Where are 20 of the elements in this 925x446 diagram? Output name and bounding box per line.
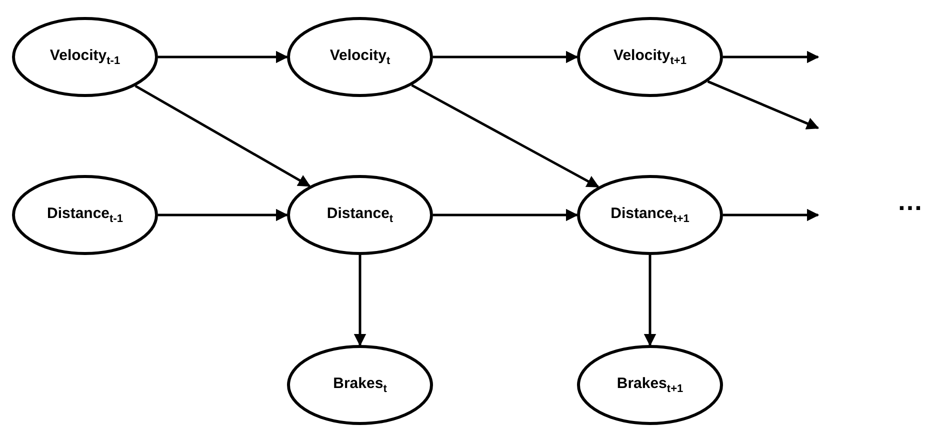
arrow bbox=[158, 50, 288, 64]
arrow bbox=[433, 50, 578, 64]
node-label: Distance$_{t-1}$ bbox=[47, 205, 123, 225]
node-label: Distance$_{t+1}$ bbox=[610, 205, 690, 225]
arrow bbox=[158, 208, 288, 222]
ellipsis-text: … bbox=[897, 186, 923, 217]
arrow bbox=[134, 84, 311, 188]
arrow bbox=[411, 84, 600, 188]
node-label: Velocity$_{t+1}$ bbox=[614, 47, 686, 67]
arrow bbox=[723, 208, 820, 222]
node-label: Brakes$_{t+1}$ bbox=[616, 375, 684, 395]
arrow bbox=[707, 80, 820, 130]
node-label: Velocity$_{t}$ bbox=[330, 47, 390, 67]
arrow bbox=[723, 50, 820, 64]
arrow bbox=[433, 208, 578, 222]
node-label: Distance$_{t}$ bbox=[326, 205, 394, 225]
arrow bbox=[644, 255, 656, 346]
node-label: Brakes$_{t}$ bbox=[333, 375, 387, 395]
arrow bbox=[354, 255, 366, 346]
node-label: Velocity$_{t-1}$ bbox=[50, 47, 120, 67]
